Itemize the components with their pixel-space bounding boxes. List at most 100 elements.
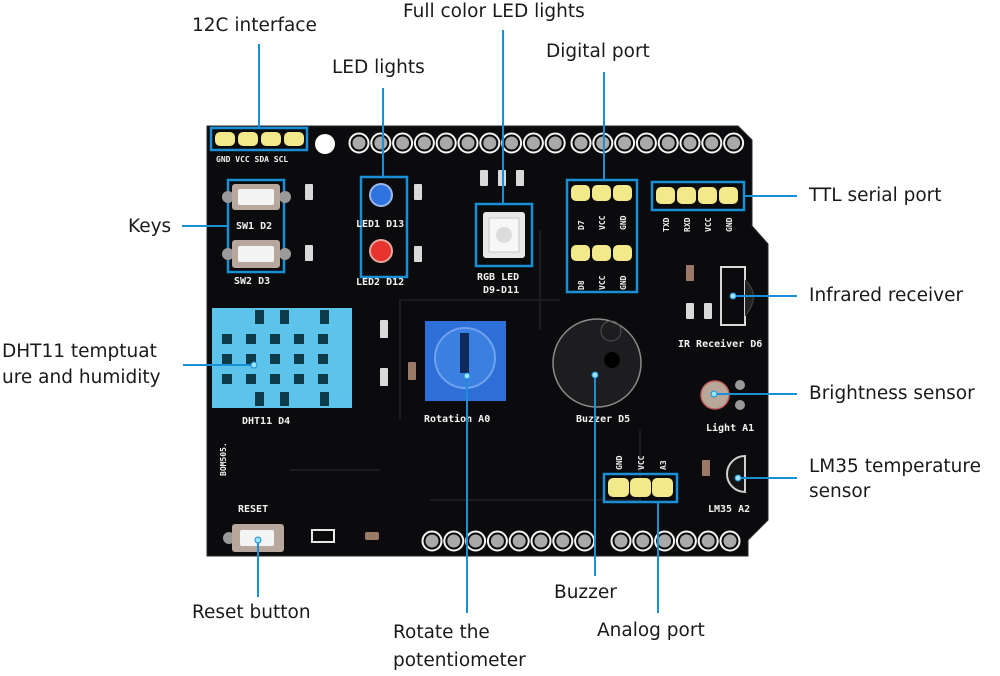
dht11-sensor: DHT11 D4 (212, 308, 352, 427)
header-pin-pad (396, 136, 410, 150)
pot-label: Rotation A0 (424, 413, 490, 425)
dht-slot (280, 310, 289, 324)
ir-label: IR Receiver D6 (678, 338, 762, 350)
callout-ttl-serial-port: TTL serial port (809, 185, 942, 206)
reset-button-part: RESET BOM505. (219, 442, 335, 552)
lm35-sensor: LM35 A2 (708, 454, 750, 515)
dht-vent (294, 374, 304, 384)
pin-label: VCC (637, 455, 646, 470)
pin-label: A3 (659, 460, 668, 470)
header-pin-pad (636, 534, 650, 548)
header-pin-pad (701, 534, 715, 548)
header-pin-pad (614, 534, 628, 548)
sw2-label: SW2 D3 (234, 276, 270, 287)
callout-potentiometer-line2: potentiometer (393, 650, 526, 671)
sw1-label: SW1 D2 (236, 221, 272, 232)
pin-label: GND (725, 217, 734, 232)
dht-vent (294, 354, 304, 364)
header-pin-pad (534, 534, 548, 548)
i2c-pin-labels: GND VCC SDA SCL (216, 155, 288, 164)
led1-label: LED1 D13 (356, 219, 404, 230)
callout-potentiometer-line1: Rotate the (393, 622, 490, 643)
light-label: Light A1 (706, 422, 754, 434)
header-pin-pad (705, 136, 719, 150)
pin-label: D8 (577, 280, 586, 290)
header-pin-pad (512, 534, 526, 548)
header-pin-pad (574, 136, 588, 150)
rgb-label-1: RGB LED (477, 272, 519, 283)
buzzer-label: Buzzer D5 (576, 414, 630, 425)
key-sw2 (222, 240, 291, 268)
header-pin-pad (596, 136, 610, 150)
header-pin-pad (639, 136, 653, 150)
reset-label: RESET (238, 504, 268, 515)
callout-lm35-line2: sensor (809, 481, 871, 502)
header-pin-pad (548, 136, 562, 150)
dht-slot (320, 310, 329, 324)
pin-label: GND (615, 455, 624, 470)
callout-keys: Keys (128, 216, 172, 237)
analog-port-group: GND VCC A3 (602, 455, 679, 504)
header-pin-pad (578, 534, 592, 548)
header-pin-pad (683, 136, 697, 150)
callout-full-color-led: Full color LED lights (403, 1, 585, 22)
header-pin-pad (556, 534, 570, 548)
pin-label: VCC (598, 215, 607, 230)
header-pin-pad (618, 136, 632, 150)
buzzer: Buzzer D5 (552, 318, 642, 425)
header-pin-pad (723, 534, 737, 548)
dht-slot (320, 392, 329, 406)
dht-vent (294, 334, 304, 344)
dht-slot (255, 310, 264, 324)
ttl-serial-port-group: TXD RXD VCC GND (650, 180, 746, 232)
pin-label: TXD (662, 217, 671, 232)
pin-label: VCC (598, 275, 607, 290)
lm35-label: LM35 A2 (708, 504, 750, 515)
header-pin-pad (469, 534, 483, 548)
leader-lines (182, 30, 797, 613)
callout-dht11-line1: DHT11 temptuat (2, 341, 157, 362)
dht-label: DHT11 D4 (242, 416, 290, 427)
pin-label: GND (619, 275, 628, 290)
header-pin-pad (447, 534, 461, 548)
dht-slot (255, 392, 264, 406)
header-pin-pad (490, 534, 504, 548)
header-pin-pad (352, 136, 366, 150)
dht-vent (246, 374, 256, 384)
pin-label: VCC (704, 217, 713, 232)
header-pin-pad (661, 136, 675, 150)
pin-label: GND (619, 215, 628, 230)
callout-led-lights: LED lights (332, 57, 425, 78)
led-red (369, 239, 393, 263)
dht-vent (270, 374, 280, 384)
header-pin-pad (461, 136, 475, 150)
callout-dht11-line2: ure and humidity (2, 367, 161, 388)
key-sw1 (222, 184, 291, 210)
board-id: BOM505. (219, 442, 228, 476)
callout-reset-button: Reset button (192, 602, 311, 623)
potentiometer: Rotation A0 (424, 321, 506, 425)
dht-vent (246, 354, 256, 364)
header-pin-pad (727, 136, 741, 150)
header-pin-pad (483, 136, 497, 150)
smd-resistors (305, 170, 712, 540)
pin-label: D7 (577, 220, 586, 230)
led2-label: LED2 D12 (356, 277, 404, 288)
led-blue (369, 183, 393, 207)
dht-vent (222, 334, 232, 344)
dht-vent (270, 354, 280, 364)
dht-vent (318, 354, 328, 364)
keys-group: SW1 D2 SW2 D3 (222, 178, 291, 287)
callout-analog-port: Analog port (597, 620, 705, 641)
i2c-header: GND VCC SDA SCL (209, 126, 309, 164)
header-pin-pad (526, 136, 540, 150)
leader-dots (250, 292, 742, 544)
pin-label: RXD (683, 217, 692, 232)
dht-vent (246, 334, 256, 344)
header-pin-pad (439, 136, 453, 150)
callout-buzzer: Buzzer (554, 582, 617, 603)
dht-vent (270, 334, 280, 344)
rgb-label-2: D9-D11 (483, 285, 519, 296)
bottom-header-pins (421, 530, 741, 552)
